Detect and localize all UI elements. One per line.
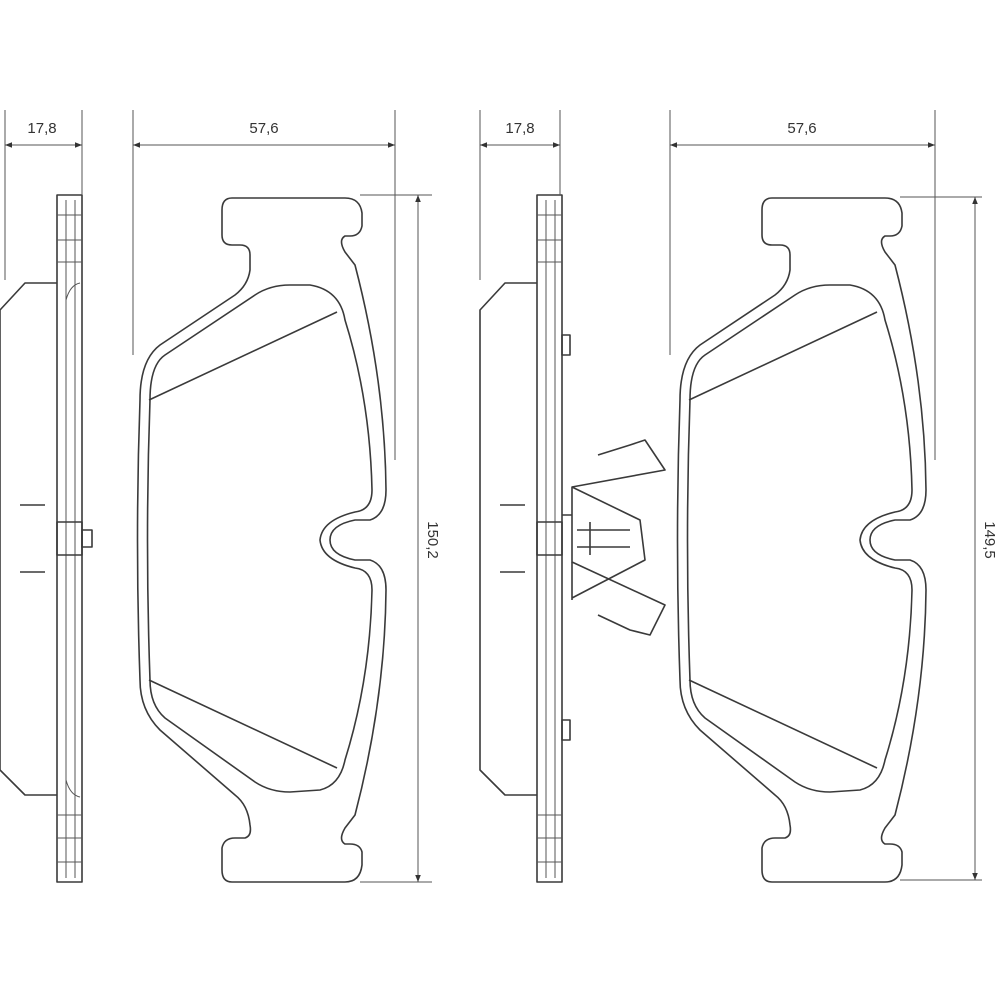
pad-outline [136, 197, 387, 883]
friction-material [0, 282, 57, 796]
width-label: 57,6 [249, 120, 278, 137]
backing-plate [56, 194, 83, 883]
left-front-view: 57,6 150,2 [132, 110, 441, 883]
right-side-view: 17,8 [479, 110, 666, 883]
height-label: 149,5 [981, 521, 998, 559]
right-front-view: 57,6 149,5 [669, 110, 998, 883]
height-label: 150,2 [424, 521, 441, 559]
retaining-clip [562, 439, 666, 636]
left-side-view: 17,8 [0, 110, 93, 883]
thickness-label: 17,8 [27, 120, 56, 137]
friction-pad [146, 284, 373, 793]
thickness-label: 17,8 [505, 120, 534, 137]
width-label: 57,6 [787, 120, 816, 137]
